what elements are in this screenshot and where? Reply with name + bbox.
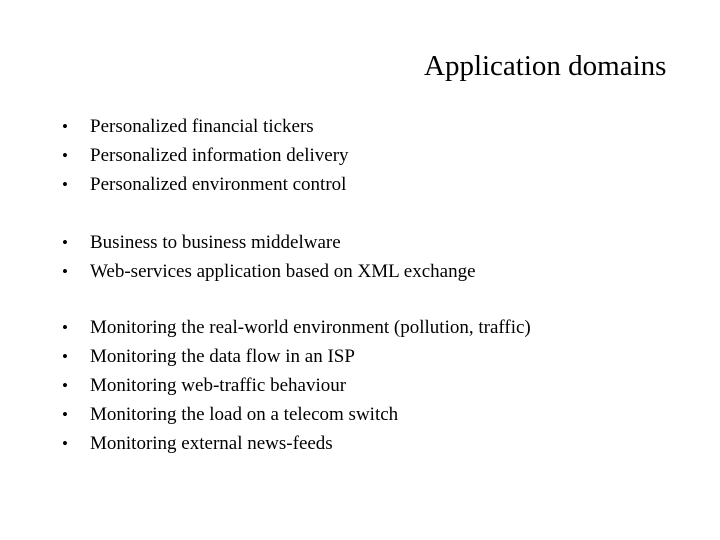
bullet-icon: • — [62, 347, 68, 366]
list-item: • Personalized environment control — [56, 170, 676, 199]
list-item: • Monitoring web-traffic behaviour — [56, 371, 676, 400]
bullet-icon: • — [62, 233, 68, 252]
bullet-icon: • — [62, 318, 68, 337]
bullet-text: Monitoring external news-feeds — [90, 433, 333, 454]
list-item: • Monitoring the real-world environment … — [56, 313, 676, 342]
bullet-text: Personalized financial tickers — [90, 116, 314, 137]
list-item: • Monitoring the load on a telecom switc… — [56, 400, 676, 429]
bullet-text: Monitoring the data flow in an ISP — [90, 346, 355, 367]
bullet-icon: • — [62, 262, 68, 281]
bullet-icon: • — [62, 175, 68, 194]
bullet-text: Monitoring the real-world environment (p… — [90, 317, 531, 338]
list-item: • Monitoring the data flow in an ISP — [56, 342, 676, 371]
bullet-text: Web-services application based on XML ex… — [90, 261, 476, 282]
bullet-icon: • — [62, 117, 68, 136]
list-item: • Monitoring external news-feeds — [56, 429, 676, 458]
list-item: • Personalized financial tickers — [56, 112, 676, 141]
bullet-text: Personalized information delivery — [90, 145, 349, 166]
bullet-icon: • — [62, 146, 68, 165]
bullet-icon: • — [62, 434, 68, 453]
bullet-icon: • — [62, 405, 68, 424]
list-item: • Web-services application based on XML … — [56, 257, 676, 286]
slide-title: Application domains — [424, 50, 667, 82]
list-item: • Personalized information delivery — [56, 141, 676, 170]
bullet-group-personalized: • Personalized financial tickers • Perso… — [56, 112, 676, 199]
bullet-group-business: • Business to business middelware • Web-… — [56, 228, 676, 286]
bullet-text: Monitoring the load on a telecom switch — [90, 404, 399, 425]
bullet-text: Personalized environment control — [90, 174, 347, 195]
bullet-icon: • — [62, 376, 68, 395]
list-item: • Business to business middelware — [56, 228, 676, 257]
bullet-text: Business to business middelware — [90, 232, 341, 253]
bullet-group-monitoring: • Monitoring the real-world environment … — [56, 313, 676, 458]
bullet-text: Monitoring web-traffic behaviour — [90, 375, 347, 396]
